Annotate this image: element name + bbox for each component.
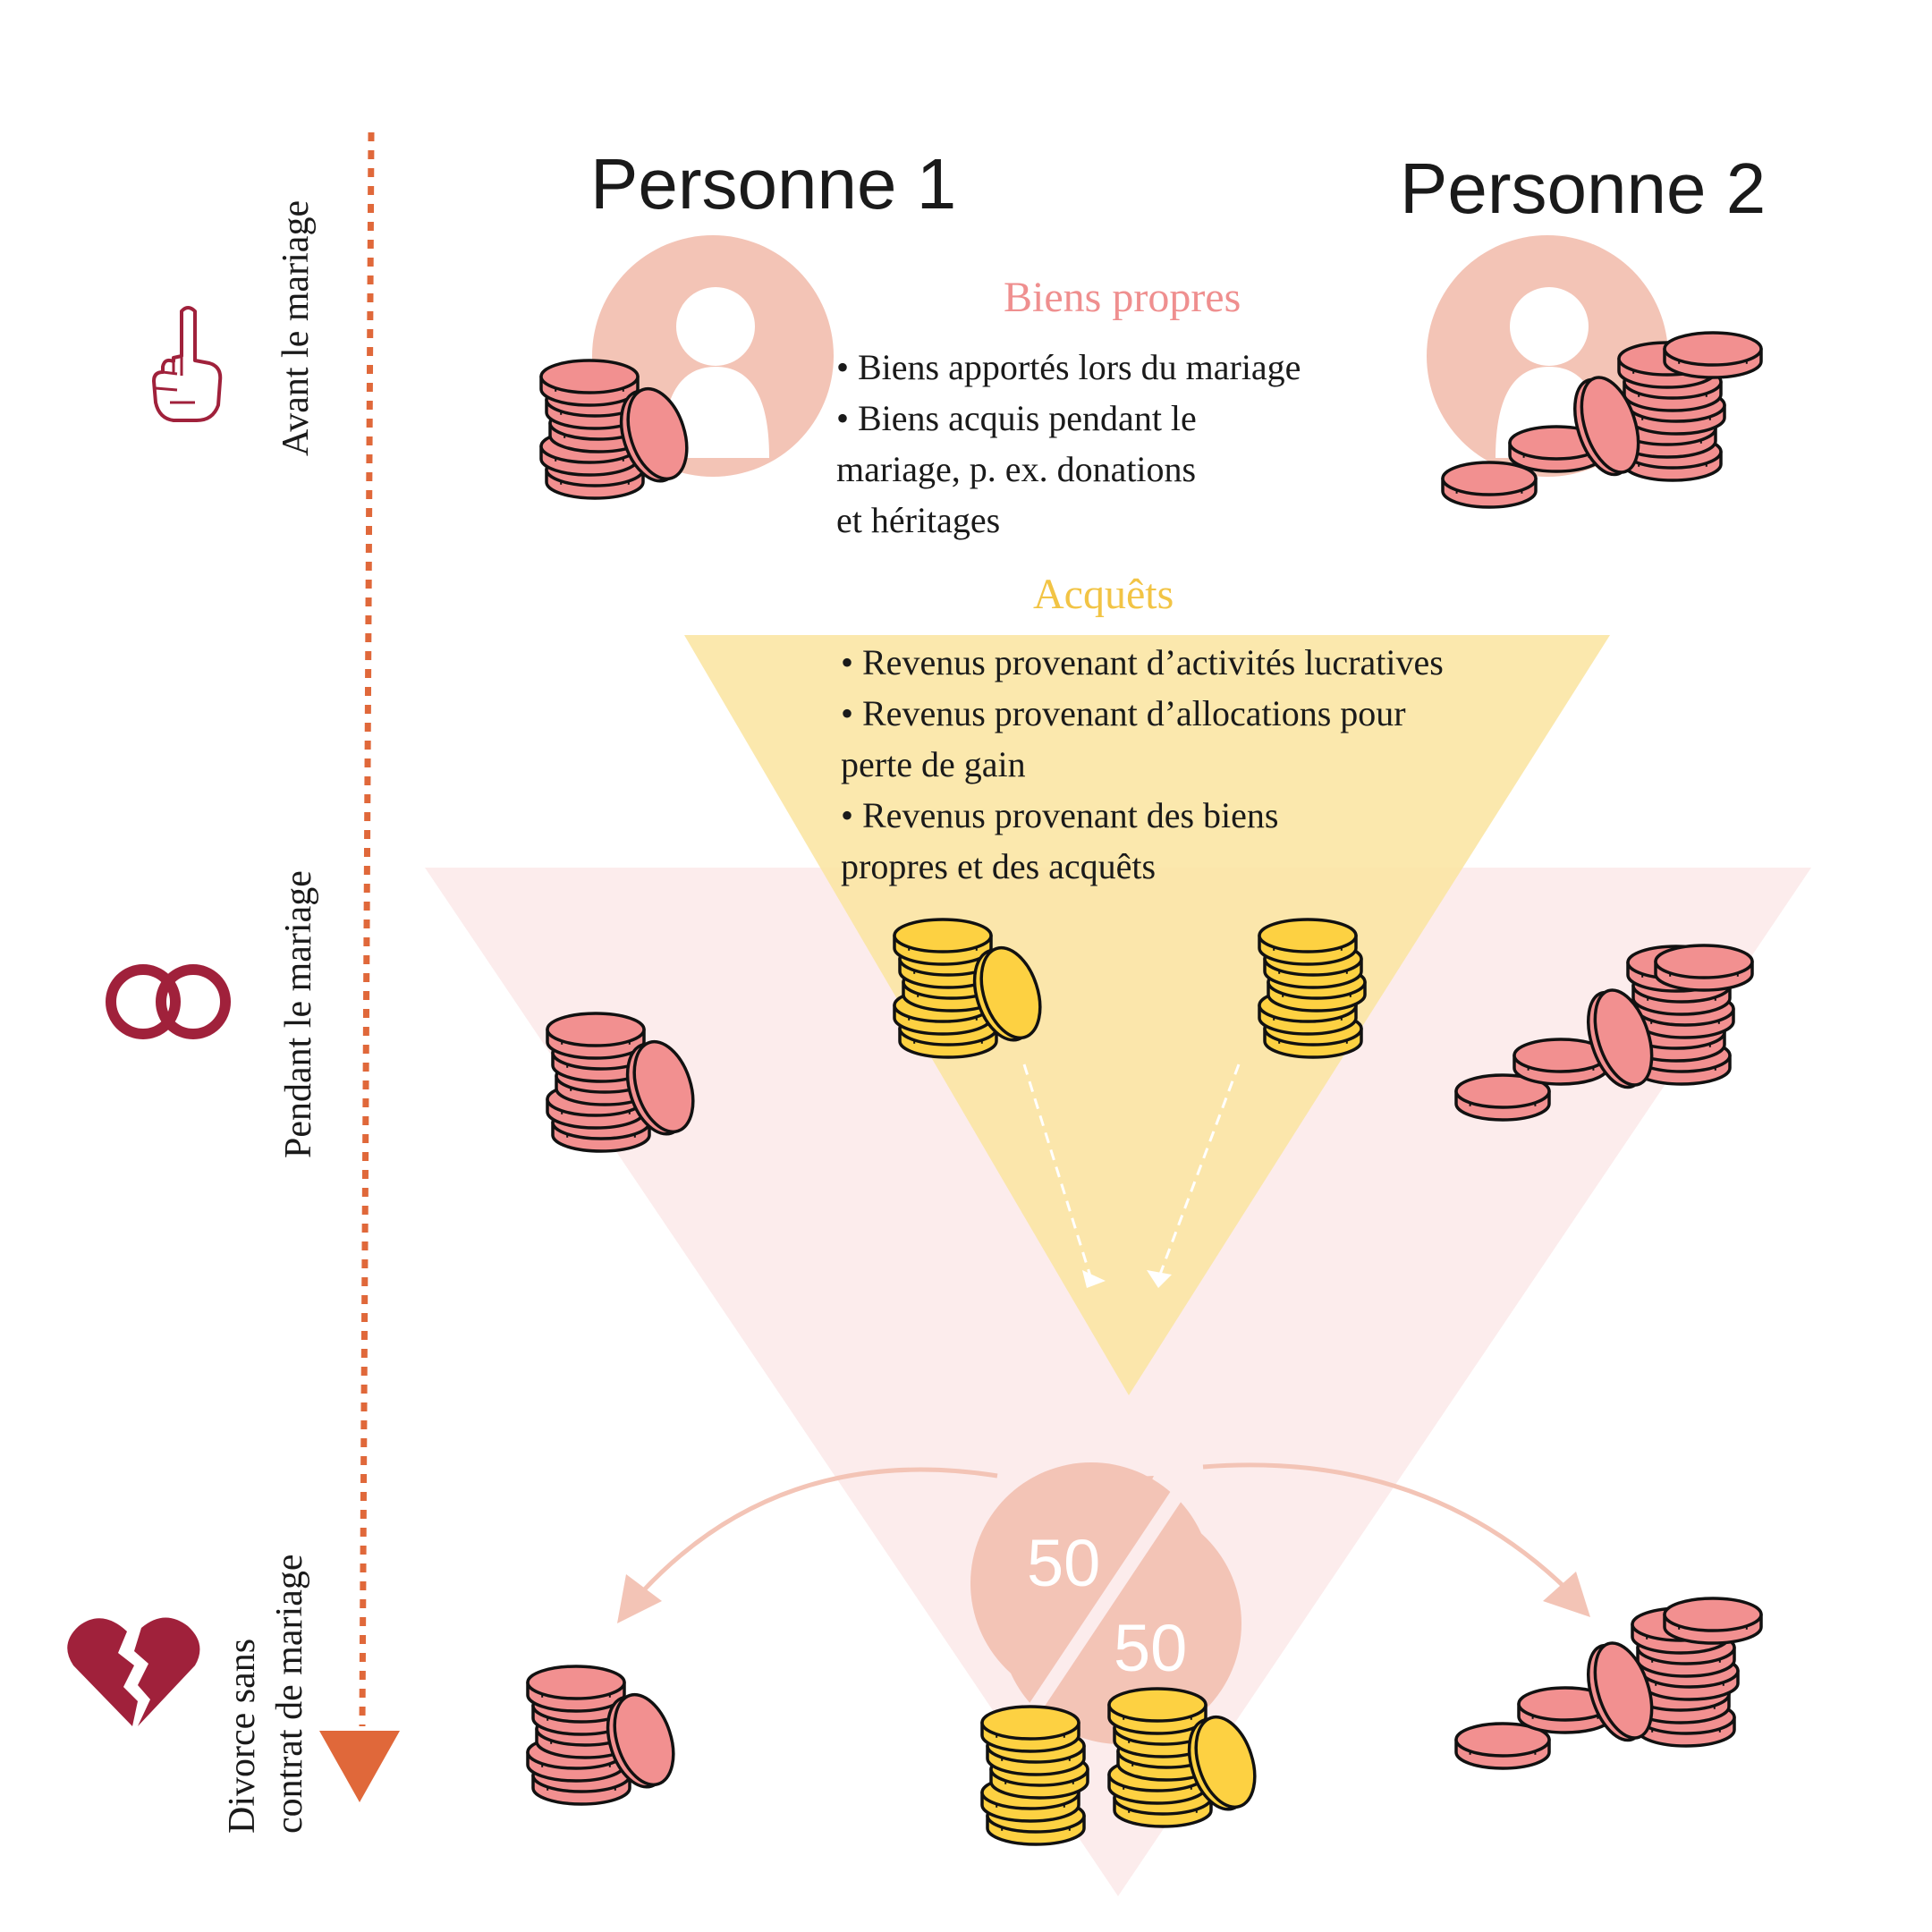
divorce-label-line2: contrat de mariage — [268, 1554, 310, 1835]
acquets-coins-left — [893, 918, 1042, 1059]
timeline-arrowhead — [319, 1731, 400, 1802]
biens-propres-item-line: mariage, p. ex. donations — [836, 449, 1197, 489]
person2-during-coins-flat — [1454, 1038, 1609, 1122]
split-arrow-left — [624, 1467, 998, 1612]
person1-title: Personne 1 — [590, 144, 957, 224]
shared-coins-left — [980, 1705, 1089, 1846]
person1-own-coins — [539, 359, 689, 500]
acquets-arrow-left — [1022, 1063, 1093, 1280]
acquets-title: Acquêts — [1033, 571, 1174, 618]
person2-divorce-coins-flat — [1454, 1686, 1614, 1770]
biens-propres-item-line: • Biens apportés lors du mariage — [836, 347, 1301, 387]
acquets-arrow-right — [1157, 1063, 1241, 1280]
person2-own-coins — [1617, 341, 1726, 482]
acquets-item: • Revenus provenant des biens propres et … — [841, 790, 1444, 892]
acquets-list: • Revenus provenant d’activités lucrativ… — [841, 637, 1444, 892]
pink-triangle — [425, 868, 1811, 1896]
person1-divorce-coins — [526, 1665, 675, 1806]
person2-title: Personne 2 — [1400, 148, 1767, 228]
yellow-triangle — [684, 635, 1610, 1395]
during-label: Pendant le mariage — [278, 870, 319, 1158]
biens-propres-item: • Biens apportés lors du mariage — [836, 342, 1301, 393]
acquets-item-line: • Revenus provenant d’allocations pour — [841, 693, 1406, 733]
acquets-item-line: • Revenus provenant d’activités lucrativ… — [841, 642, 1444, 682]
shared-coins-right — [1107, 1687, 1257, 1828]
biens-propres-title: Biens propres — [1004, 274, 1241, 321]
biens-propres-item-line: • Biens acquis pendant le — [836, 398, 1197, 438]
acquets-item-line: propres et des acquêts — [841, 846, 1157, 886]
divorce-label-line1: Divorce sans — [222, 1638, 263, 1834]
divorce-label: Divorce sans contrat de mariage — [219, 1555, 313, 1835]
before-label: Avant le mariage — [275, 199, 317, 456]
split-arrow-right — [1202, 1462, 1580, 1603]
acquets-item: • Revenus provenant d’activités lucrativ… — [841, 637, 1444, 688]
split-circle — [970, 1462, 1241, 1744]
timeline-line — [359, 131, 375, 1727]
acquets-item: • Revenus provenant d’allocations pour pe… — [841, 688, 1444, 790]
acquets-item-line: • Revenus provenant des biens — [841, 795, 1279, 835]
pointing-hand-icon — [152, 306, 223, 422]
split-left-value: 50 — [1027, 1526, 1101, 1600]
broken-heart-icon — [67, 1617, 200, 1726]
wedding-rings-icon — [106, 964, 231, 1039]
biens-propres-list: • Biens apportés lors du mariage • Biens … — [836, 342, 1301, 546]
biens-propres-item-line: et héritages — [836, 500, 1001, 540]
biens-propres-item: • Biens acquis pendant le mariage, p. ex.… — [836, 393, 1301, 546]
person1-during-coins — [546, 1012, 695, 1153]
acquets-item-line: perte de gain — [841, 744, 1026, 784]
split-right-value: 50 — [1114, 1611, 1188, 1685]
acquets-coins-right — [1258, 918, 1367, 1059]
